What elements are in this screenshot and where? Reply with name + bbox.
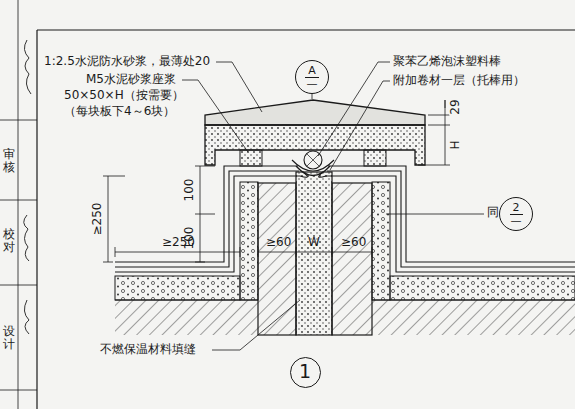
note-text: ≥250 bbox=[162, 236, 195, 250]
parapet-wall bbox=[258, 172, 372, 335]
section-index-circle: A— bbox=[295, 60, 329, 94]
section-index-circle: 2— bbox=[499, 197, 533, 231]
dimension-text: 29 bbox=[449, 98, 463, 115]
leader-lines bbox=[182, 62, 484, 350]
circle-text: — bbox=[508, 215, 525, 227]
note-text: 附加卷材一层（托棒用） bbox=[393, 74, 525, 88]
circle-text: 1 bbox=[296, 362, 314, 382]
note-text: 不燃保温材料填缝 bbox=[100, 343, 196, 357]
note-text: ≥60 bbox=[266, 236, 291, 250]
note-text: 1:2.5水泥防水砂浆，最薄处20 bbox=[44, 55, 210, 69]
note-text: 聚苯乙烯泡沫塑料棒 bbox=[393, 55, 501, 69]
note-text: 50×50×H（按需要） bbox=[64, 89, 184, 103]
note-text: W bbox=[308, 236, 320, 250]
title-block-label: 校对 bbox=[3, 228, 15, 254]
dimension-lines bbox=[103, 100, 450, 262]
note-text: （每块板下4～6块） bbox=[64, 105, 175, 119]
circle-text: — bbox=[304, 78, 321, 90]
note-text: ≥60 bbox=[341, 236, 366, 250]
note-text: 同 bbox=[487, 206, 499, 220]
signatures bbox=[24, 40, 31, 334]
circle-text: A bbox=[305, 65, 319, 78]
membrane bbox=[115, 160, 575, 272]
detail-number-circle: 1 bbox=[290, 357, 321, 388]
title-block-label: 设计 bbox=[3, 325, 15, 351]
note-text: M5水泥砂浆座浆 bbox=[86, 73, 176, 87]
circle-text: 2 bbox=[510, 202, 523, 215]
dimension-text: H bbox=[449, 139, 463, 150]
cover-plate bbox=[205, 100, 425, 165]
dimension-text: ≥250 bbox=[91, 202, 105, 237]
title-block-label: 审核 bbox=[3, 148, 15, 174]
dimension-text: 100 bbox=[183, 178, 197, 203]
seat-block bbox=[240, 150, 386, 166]
